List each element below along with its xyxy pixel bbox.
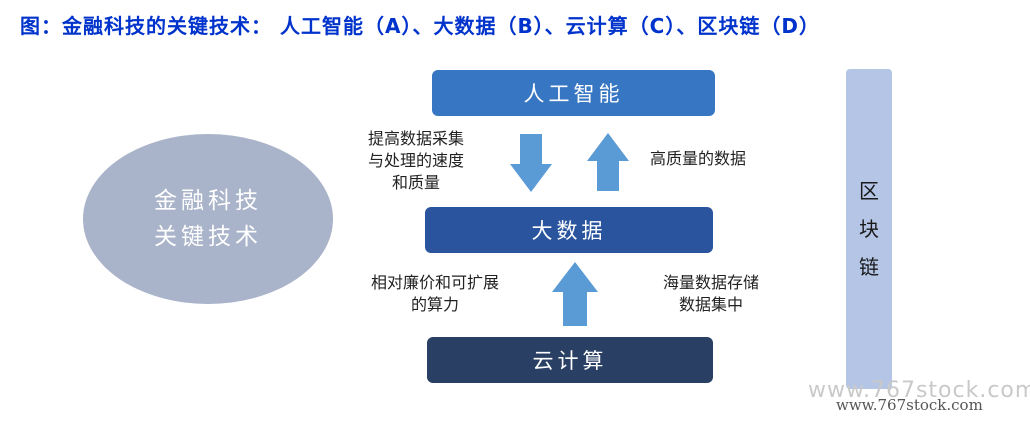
note-cheap-compute: 相对廉价和可扩展 的算力	[371, 272, 499, 316]
note-processing-speed: 提高数据采集 与处理的速度 和质量	[368, 128, 464, 194]
note-line: 数据集中	[679, 295, 744, 314]
blockchain-char-2: 块	[859, 217, 879, 241]
big-data-label: 大数据	[531, 219, 607, 243]
note-quality-data: 高质量的数据	[650, 148, 746, 170]
blockchain-bar: 区 块 链	[846, 69, 892, 389]
cloud-computing-label: 云计算	[532, 349, 608, 373]
cloud-up-arrow-icon	[552, 262, 598, 326]
blockchain-char-1: 区	[859, 179, 879, 203]
note-massive-storage: 海量数据存储 数据集中	[663, 272, 759, 316]
note-line: 高质量的数据	[650, 149, 747, 168]
note-line: 的算力	[411, 295, 460, 314]
page-title: 图：金融科技的关键技术： 人工智能（A）、大数据（B）、云计算（C）、区块链（D…	[20, 14, 820, 38]
note-line: 提高数据采集	[368, 129, 465, 148]
ai-label: 人工智能	[523, 82, 624, 106]
ai-box: 人工智能	[432, 70, 715, 116]
big-data-box: 大数据	[425, 207, 713, 253]
watermark-faded: www.767stock.com	[808, 378, 1030, 403]
fintech-key-tech-ellipse: 金融科技 关键技术	[83, 134, 333, 304]
note-line: 和质量	[392, 173, 441, 192]
cloud-computing-box: 云计算	[427, 337, 713, 383]
ellipse-line-2: 关键技术	[154, 224, 262, 250]
down-arrow-icon	[510, 134, 552, 192]
blockchain-char-3: 链	[859, 255, 879, 279]
up-arrow-icon	[587, 133, 629, 191]
note-line: 相对廉价和可扩展	[371, 273, 500, 292]
note-line: 与处理的速度	[368, 151, 465, 170]
ellipse-line-1: 金融科技	[154, 188, 262, 214]
note-line: 海量数据存储	[663, 273, 760, 292]
watermark: www.767stock.com	[836, 396, 983, 414]
